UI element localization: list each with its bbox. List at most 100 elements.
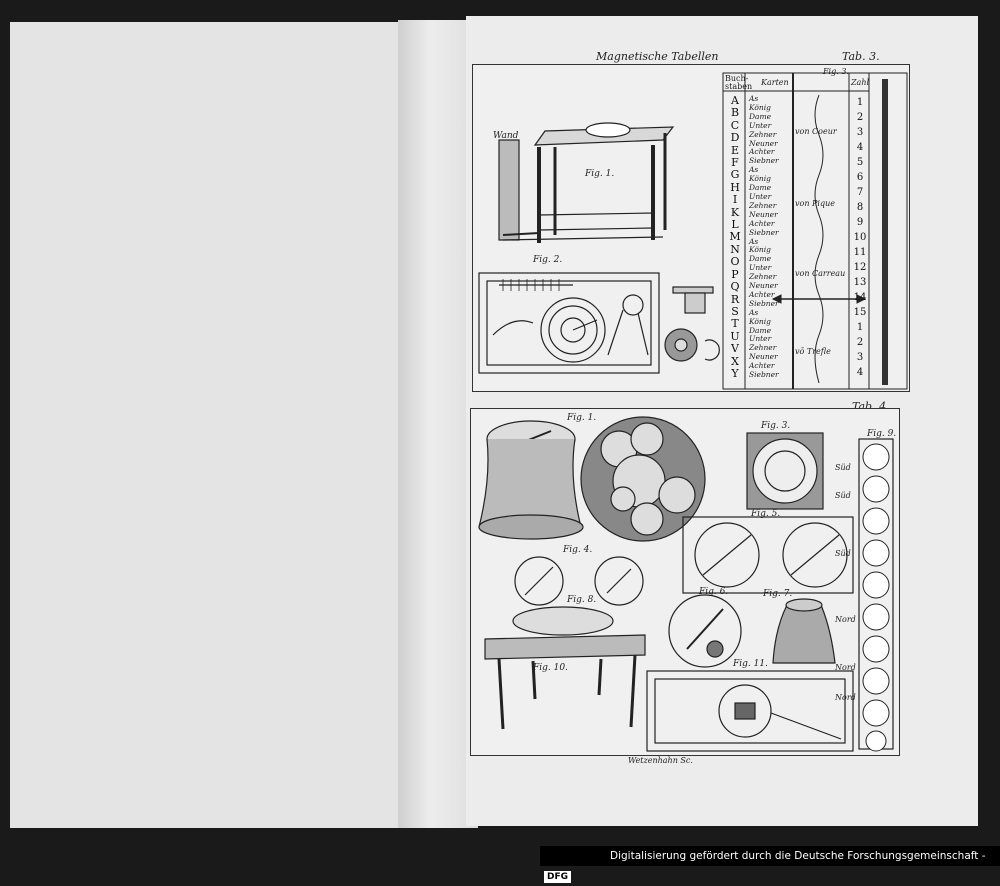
card-cell: Neuner <box>749 138 778 148</box>
footer-bar: Digitalisierung gefördert durch die Deut… <box>540 846 1000 883</box>
number-cell: 1 <box>856 322 864 333</box>
number-cell: 5 <box>856 157 864 168</box>
plate-bottom: Fig. 1. Fig. 3. Fig. 9. Fig. 4. Fig. 5. … <box>470 408 900 756</box>
suit-label-1: von Coeur <box>795 127 837 136</box>
number-cell: 3 <box>856 127 864 138</box>
header-letters: Buch- staben <box>725 74 753 91</box>
card-cell: Achter <box>749 289 775 299</box>
number-cell: 11 <box>853 247 867 258</box>
letter-cell: E <box>730 143 740 157</box>
number-cell: 6 <box>856 172 864 183</box>
book-gutter <box>398 20 478 828</box>
letter-cell: P <box>731 267 739 281</box>
card-cell: Achter <box>749 361 775 371</box>
header-figure: Fig. 3. <box>823 67 849 76</box>
fig-label-1: Fig. 1. <box>567 413 597 423</box>
card-cell: Zehner <box>749 343 777 353</box>
number-cell: 15 <box>853 307 867 318</box>
letter-cell: S <box>731 304 739 318</box>
card-cell: Siebner <box>749 298 779 308</box>
number-cell: 4 <box>856 367 864 378</box>
plate-bottom-drawings <box>478 416 894 752</box>
letter-cell: A <box>731 94 739 107</box>
fig-label-10: Fig. 10. <box>533 663 568 673</box>
card-cell: Zehner <box>749 272 777 282</box>
letter-cell: U <box>730 329 740 343</box>
card-cell: As <box>749 165 759 175</box>
direction-label-4: Nord <box>835 615 856 624</box>
letter-cell: T <box>731 317 739 331</box>
number-cell: 2 <box>856 112 864 123</box>
fig-label-6: Fig. 6. <box>699 587 729 597</box>
card-cell: Achter <box>749 147 775 157</box>
number-cell: 9 <box>856 217 864 228</box>
letter-cell: I <box>732 193 738 207</box>
letter-cell: C <box>730 118 740 132</box>
number-cell: 14 <box>853 292 867 303</box>
fig-label-3: Fig. 3. <box>761 421 791 431</box>
card-cell: As <box>749 94 759 103</box>
number-cell: 12 <box>853 262 867 273</box>
card-cell: Dame <box>749 254 772 264</box>
suit-label-3: von Carreau <box>795 269 846 278</box>
letter-cell: K <box>730 205 740 219</box>
card-cell: Unter <box>749 334 772 344</box>
card-cell: As <box>749 236 759 246</box>
plate-title: Magnetische Tabellen <box>596 50 719 63</box>
engraver-credit: Wetzenhahn Sc. <box>628 756 693 765</box>
card-cell: Siebner <box>749 156 779 166</box>
fig2-label: Fig. 2. <box>533 255 563 265</box>
card-cell: Dame <box>749 111 772 121</box>
card-cell: König <box>749 245 771 255</box>
card-cell: Neuner <box>749 352 778 362</box>
letter-cell: F <box>731 156 739 170</box>
fig-label-9: Fig. 9. <box>867 429 897 439</box>
letter-cell: V <box>731 342 739 356</box>
letter-cell: G <box>730 168 740 182</box>
letter-cell: M <box>729 230 741 244</box>
card-cell: König <box>749 102 771 112</box>
letter-cell: B <box>730 106 740 120</box>
card-cell: Unter <box>749 263 772 273</box>
card-cell: Neuner <box>749 281 778 291</box>
card-cell: König <box>749 316 771 326</box>
number-cell: 3 <box>856 352 864 363</box>
card-cell: Siebner <box>749 370 779 380</box>
card-cell: Neuner <box>749 209 778 219</box>
number-cell: 1 <box>856 97 864 108</box>
direction-label-6: Nord <box>835 693 856 702</box>
suit-label-4: vō Trefle <box>795 347 831 356</box>
card-cell: Zehner <box>749 129 777 139</box>
letter-cell: Y <box>731 366 739 380</box>
number-cell: 8 <box>856 202 864 213</box>
card-cell: Zehner <box>749 200 777 210</box>
card-cell: Unter <box>749 191 772 201</box>
direction-label-5: Nord <box>835 663 856 672</box>
letter-cell: R <box>730 292 740 306</box>
card-cell: Dame <box>749 183 772 193</box>
letter-cell: N <box>730 242 740 256</box>
card-cell: Siebner <box>749 227 779 237</box>
suit-label-2: von Pique <box>795 199 835 208</box>
header-cards: Karten <box>761 78 789 87</box>
card-cell: Dame <box>749 325 772 335</box>
plate-top: Fig. 1. Fig. 2. Wand Buch- staben Karten… <box>472 64 910 392</box>
number-cell: 2 <box>856 337 864 348</box>
fig-label-5: Fig. 5. <box>751 509 781 519</box>
fig-label-7: Fig. 7. <box>763 589 793 599</box>
letter-cell: D <box>730 131 740 145</box>
fig-label-8: Fig. 8. <box>567 595 597 605</box>
card-cell: Unter <box>749 120 772 130</box>
letter-cell: X <box>731 354 739 368</box>
number-cell: 7 <box>856 187 864 198</box>
header-numbers: Zahl <box>851 78 870 87</box>
wand-label: Wand <box>493 131 519 141</box>
plate-top-drawings <box>478 72 908 390</box>
fig1-label: Fig. 1. <box>585 169 615 179</box>
left-page <box>10 22 410 828</box>
direction-label-1: Süd <box>835 463 851 472</box>
letter-cell: L <box>731 218 739 232</box>
